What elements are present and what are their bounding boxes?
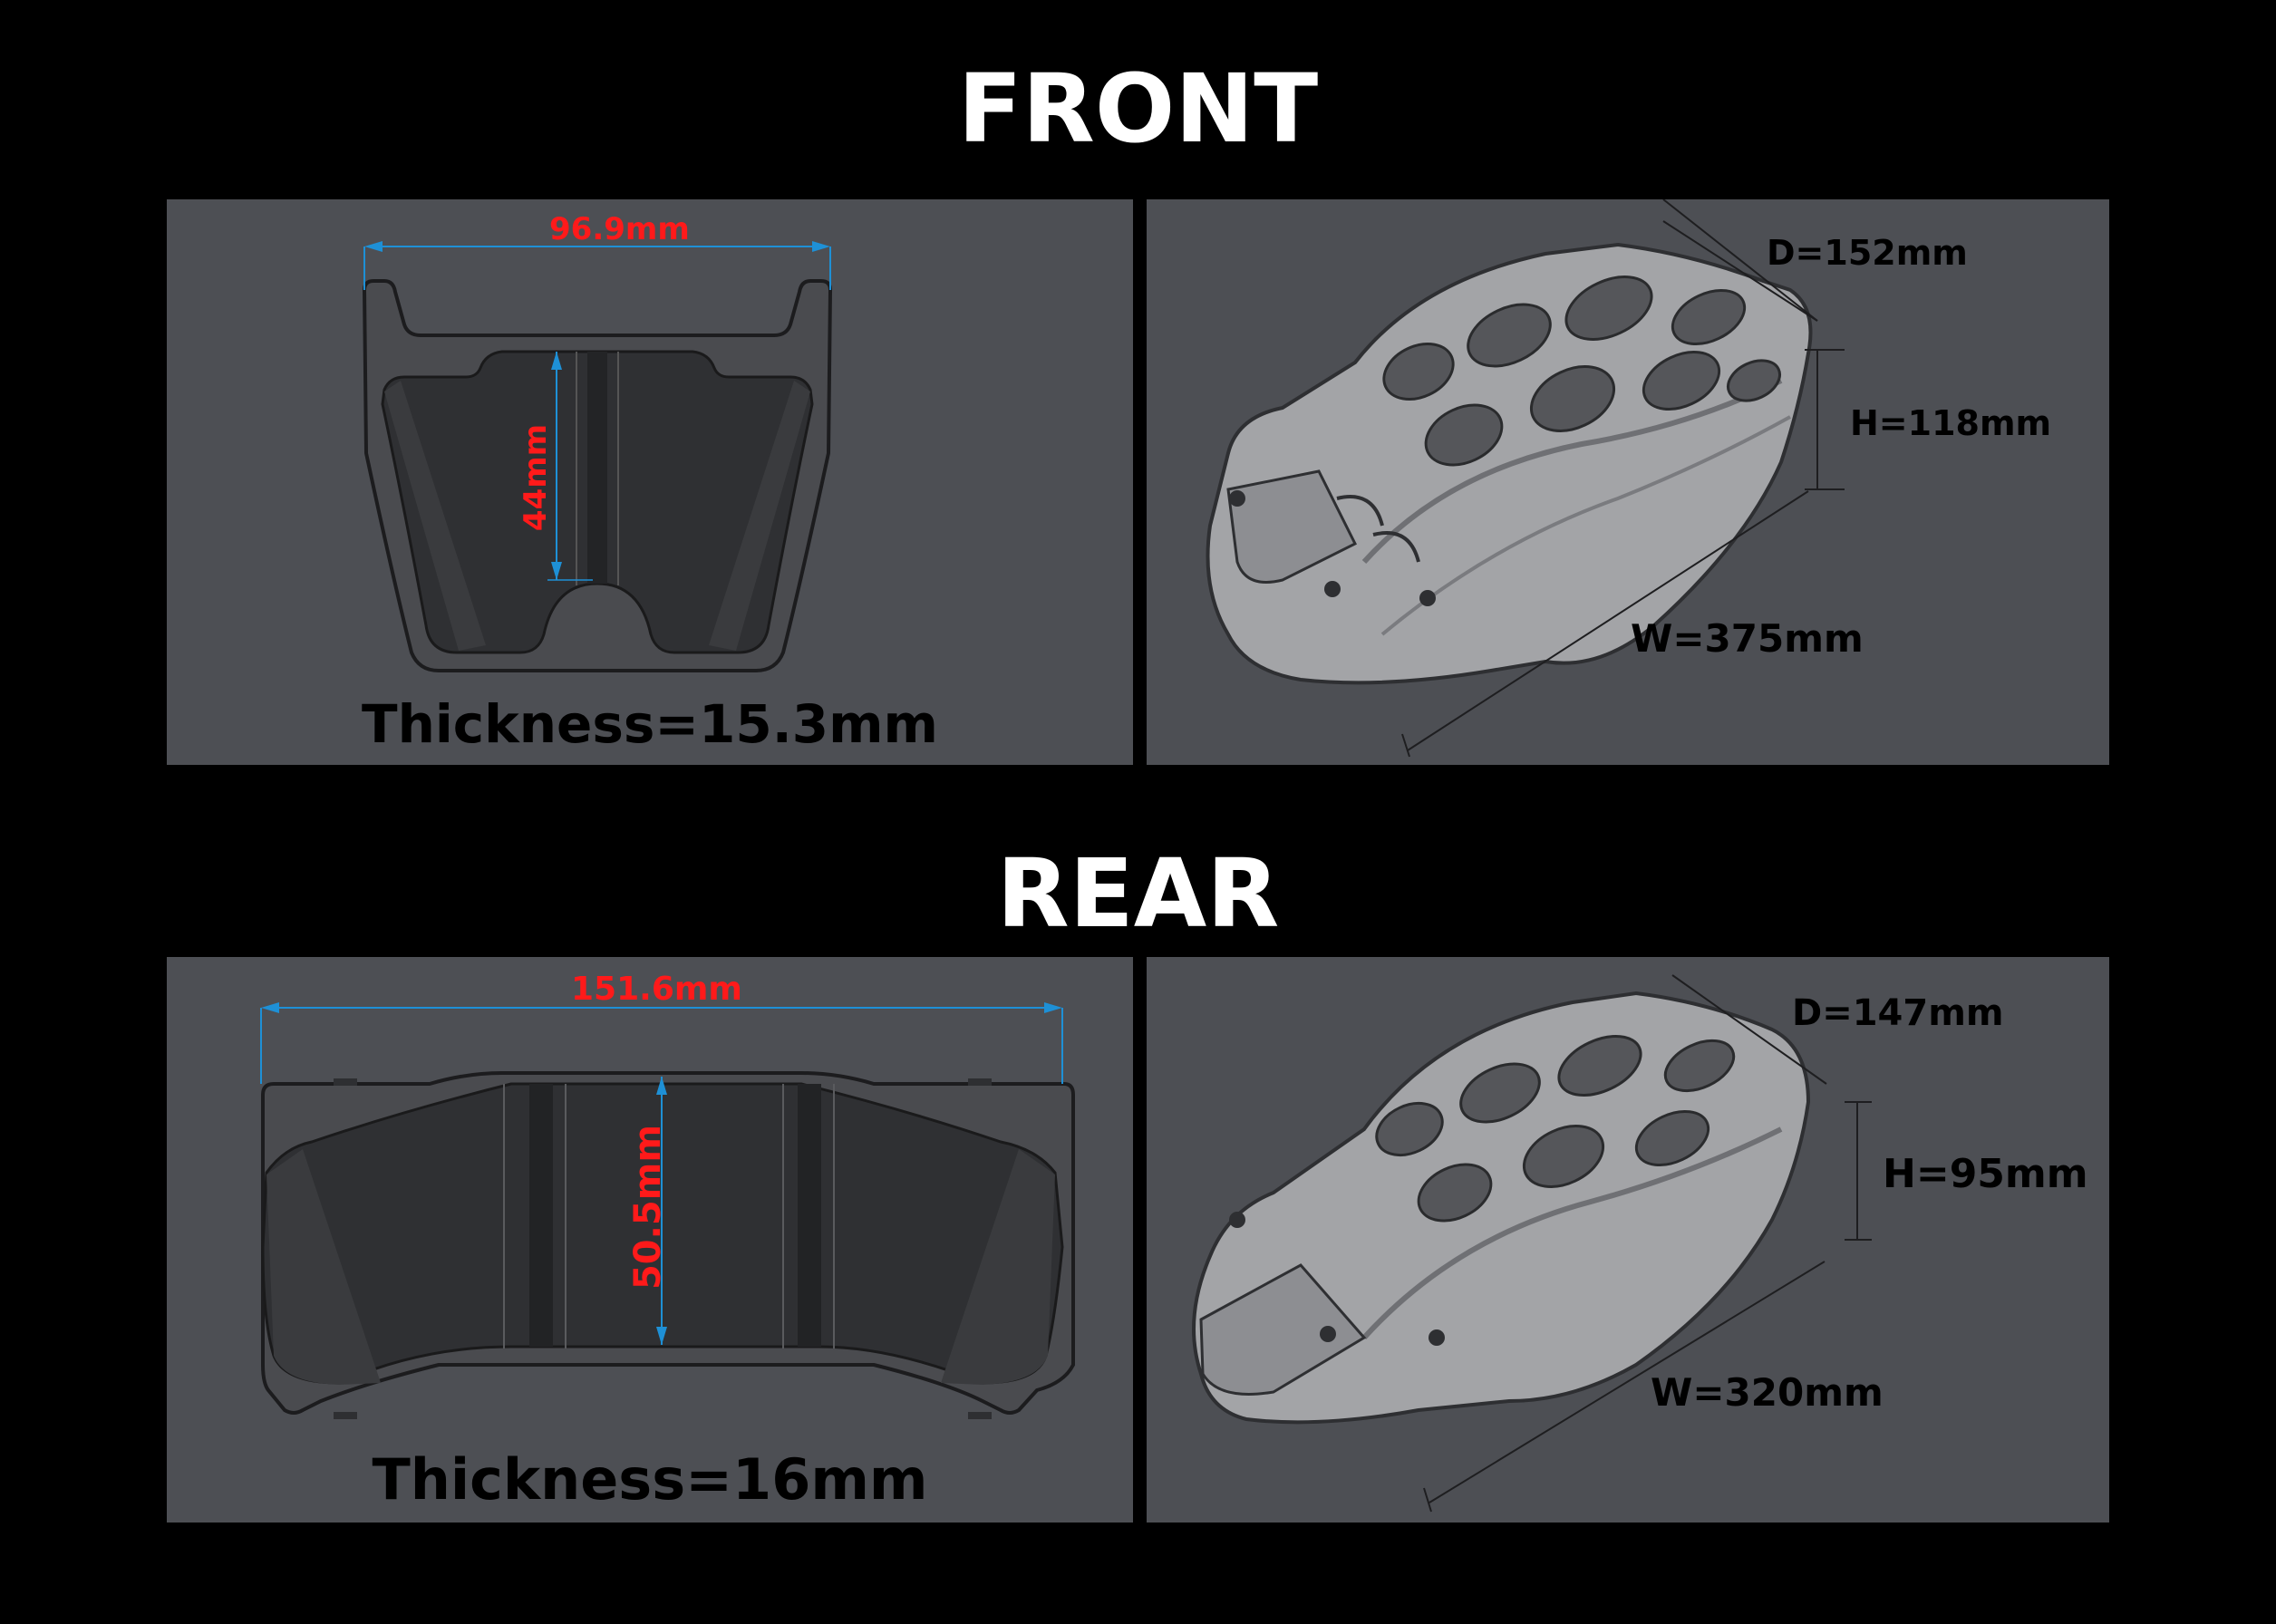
front-pad-panel: 96.9mm 44mm Thickness=15.3mm	[167, 199, 1133, 765]
front-pad-width-label: 96.9mm	[549, 211, 690, 247]
rear-caliper-panel: D=147mm H=95mm W=320mm	[1147, 957, 2109, 1522]
front-caliper-height-label: H=118mm	[1850, 403, 2052, 443]
rear-section-title: REAR	[996, 838, 1280, 949]
rear-brake-caliper-drawing	[1192, 974, 1872, 1513]
rear-caliper-width-label: W=320mm	[1651, 1370, 1884, 1415]
rear-pad-width-label: 151.6mm	[571, 971, 742, 1008]
front-caliper-depth-label: D=152mm	[1767, 233, 1968, 273]
rear-pad-panel: 151.6mm 50.5mm Thickness=16mm	[167, 957, 1133, 1522]
front-caliper-panel: D=152mm H=118mm W=375mm	[1147, 199, 2109, 765]
front-pad-height-label: 44mm	[518, 423, 555, 532]
rear-brake-pad-drawing	[260, 1002, 1075, 1419]
front-brake-pad-drawing	[362, 241, 833, 672]
front-section-title: FRONT	[957, 53, 1319, 164]
rear-pad-thickness-label: Thickness=16mm	[372, 1446, 928, 1513]
rear-pad-height-label: 50.5mm	[627, 1124, 670, 1290]
rear-caliper-height-label: H=95mm	[1883, 1151, 2088, 1197]
front-caliper-width-label: W=375mm	[1631, 616, 1864, 661]
front-pad-thickness-label: Thickness=15.3mm	[362, 693, 938, 755]
rear-caliper-depth-label: D=147mm	[1792, 992, 2004, 1034]
front-brake-caliper-drawing	[1206, 199, 1845, 758]
